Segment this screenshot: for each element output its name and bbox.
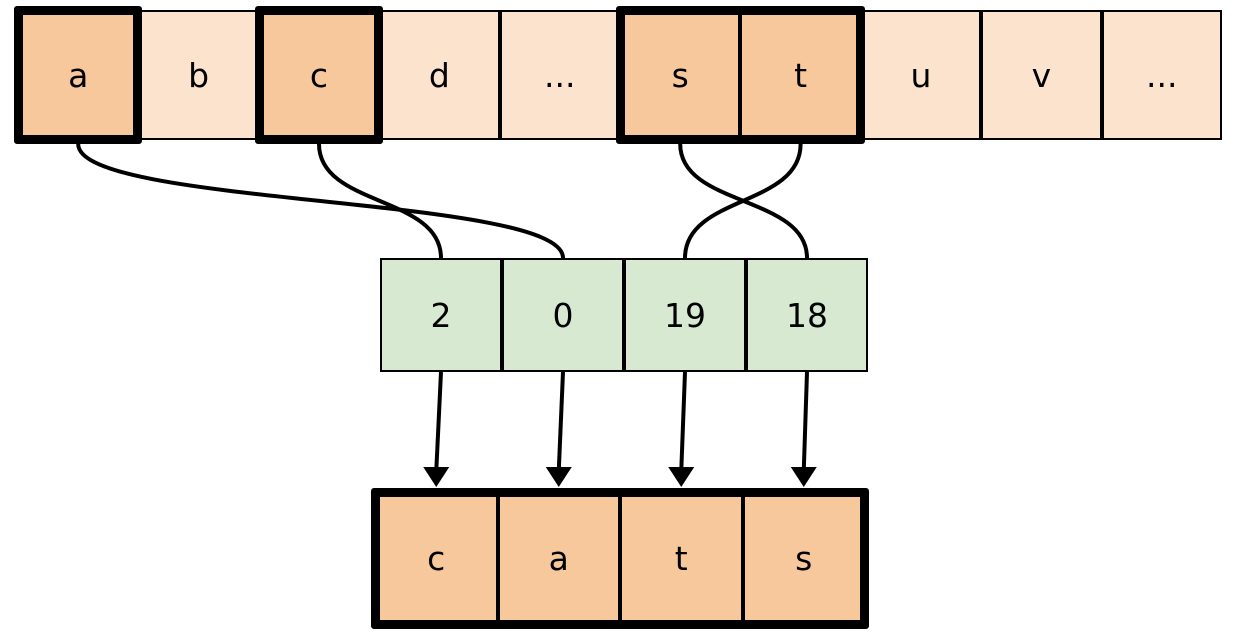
arrow-head-2 (668, 467, 695, 487)
alphabet-cell-ellipsis-4[interactable]: ... (499, 10, 620, 140)
lookup-curve-s-to-18 (678, 142, 809, 260)
index-cell-0[interactable]: 2 (380, 258, 502, 372)
arrow-head-3 (790, 467, 817, 487)
lookup-curve-c-to-2 (317, 142, 443, 260)
result-cell-3[interactable]: s (742, 492, 865, 625)
alphabet-cell-ellipsis-9[interactable]: ... (1101, 10, 1222, 140)
alphabet-cell-v[interactable]: v (981, 10, 1102, 140)
alphabet-cell-b[interactable]: b (138, 10, 259, 140)
arrow-line-0 (434, 371, 443, 472)
index-cell-3[interactable]: 18 (746, 258, 868, 372)
alphabet-cell-u[interactable]: u (860, 10, 982, 140)
result-cell-1[interactable]: a (497, 492, 620, 625)
alphabet-cell-c[interactable]: c (258, 10, 380, 140)
lookup-curve-a-to-0 (76, 142, 565, 260)
arrow-head-1 (545, 467, 572, 487)
arrow-line-3 (801, 371, 809, 472)
arrow-head-0 (423, 467, 450, 487)
alphabet-cell-s[interactable]: s (620, 10, 741, 140)
alphabet-cell-t[interactable]: t (740, 10, 861, 140)
index-cell-1[interactable]: 0 (502, 258, 624, 372)
lookup-curves (76, 142, 809, 260)
lookup-curve-t-to-19 (683, 142, 803, 260)
alphabet-cell-a[interactable]: a (18, 10, 139, 140)
result-cell-2[interactable]: t (620, 492, 743, 625)
index-cell-2[interactable]: 19 (624, 258, 746, 372)
alphabet-cell-d[interactable]: d (379, 10, 500, 140)
result-cell-0[interactable]: c (375, 492, 498, 625)
arrow-line-2 (679, 371, 687, 472)
arrow-line-1 (556, 371, 565, 472)
result-arrows (423, 371, 817, 487)
